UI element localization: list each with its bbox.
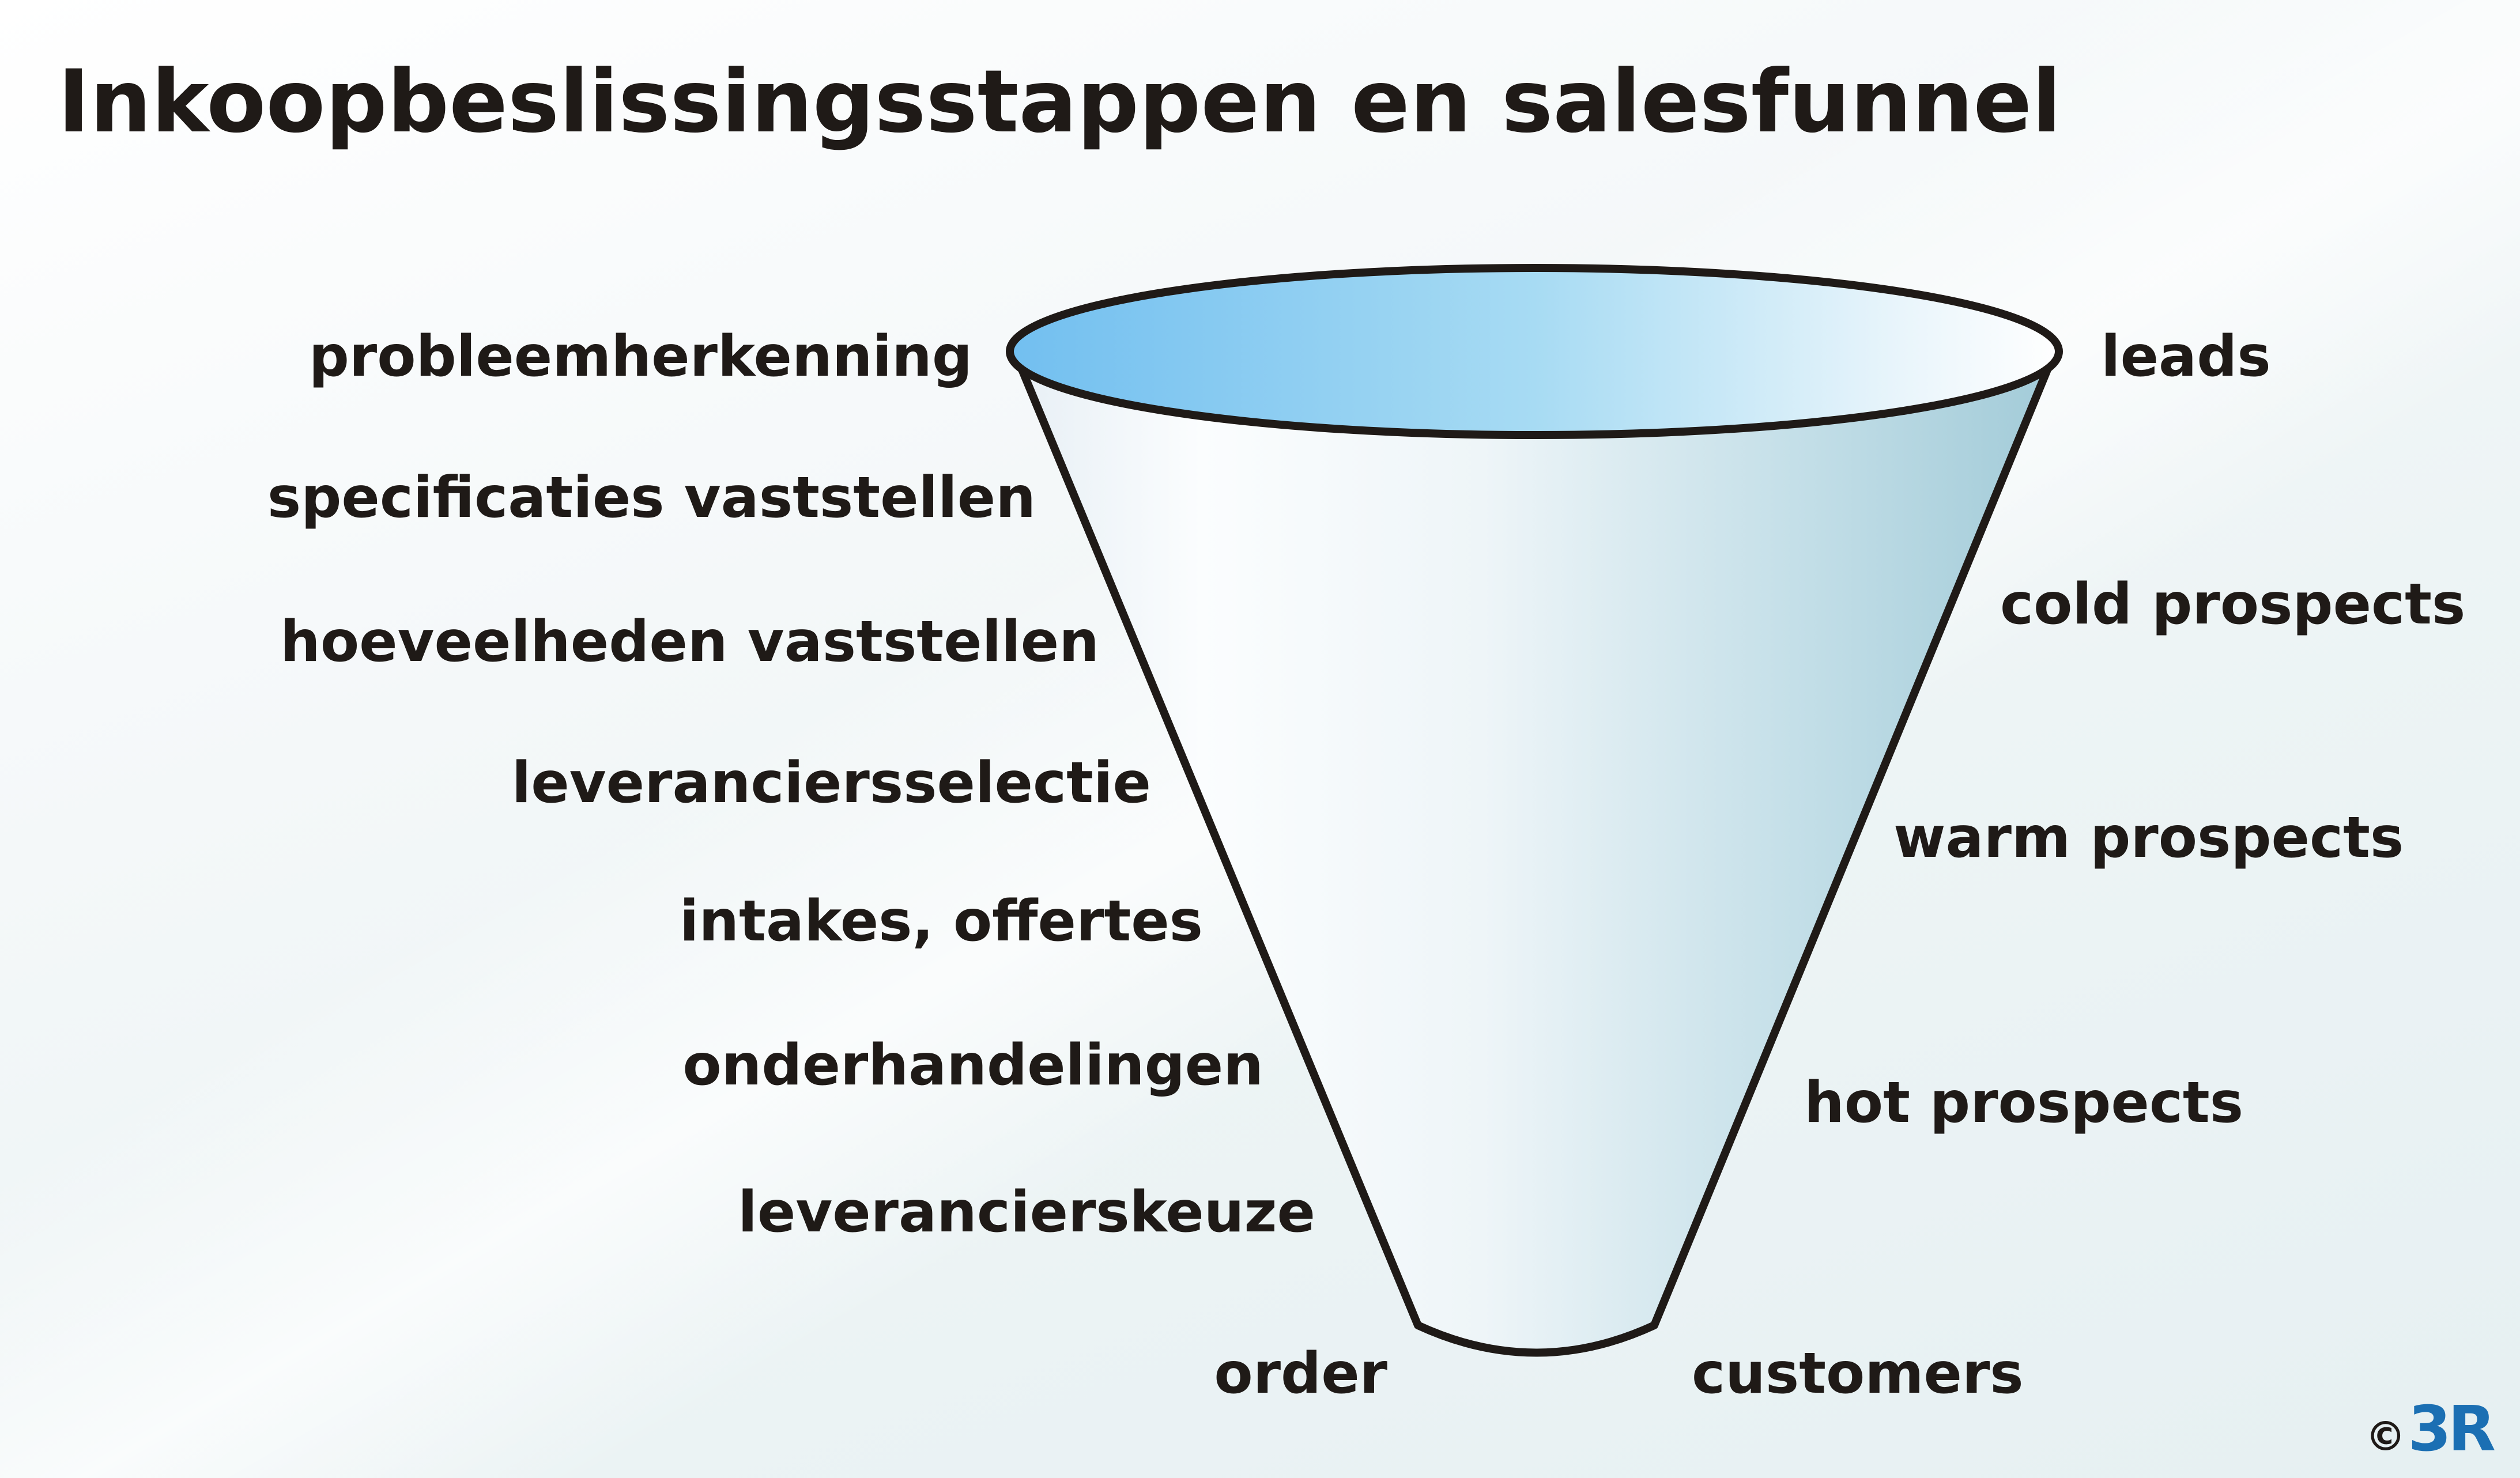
buying-step-5: intakes, offertes: [679, 889, 1203, 954]
funnel-stage-cold: cold prospects: [2000, 572, 2466, 637]
buying-step-8: order: [1214, 1341, 1387, 1407]
buying-step-2: specificaties vaststellen: [267, 465, 1036, 531]
funnel-stage-leads: leads: [2101, 324, 2271, 390]
buying-step-1: probleemherkenning: [308, 324, 972, 390]
copyright-symbol: ©: [2365, 1413, 2406, 1460]
funnel-opening: [1006, 264, 2063, 439]
buying-step-6: onderhandelingen: [682, 1033, 1263, 1098]
brand-mark: 3R: [2408, 1393, 2496, 1465]
buying-step-7: leverancierskeuze: [738, 1180, 1315, 1245]
brand-logo: © 3R: [2365, 1393, 2496, 1465]
funnel-stage-warm: warm prospects: [1893, 805, 2404, 871]
buying-step-3: hoeveelheden vaststellen: [280, 609, 1099, 675]
buying-step-4: leveranciersselectie: [511, 750, 1151, 816]
funnel-body: [1010, 347, 2059, 1357]
funnel-stage-customers: customers: [1692, 1341, 2024, 1407]
page-title: Inkoopbeslissingsstappen en salesfunnel: [58, 52, 2062, 152]
funnel-stage-hot: hot prospects: [1804, 1070, 2244, 1136]
